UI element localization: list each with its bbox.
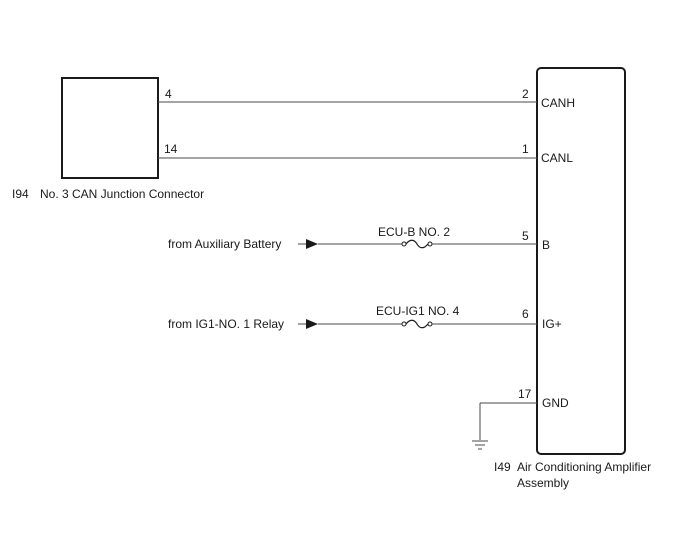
pin-1-label: 1 [522,142,529,156]
terminal-canh-label: CANH [541,96,575,110]
connector-i94-name: No. 3 CAN Junction Connector [40,187,204,201]
pin-14-label: 14 [164,142,178,156]
pin-17-label: 17 [518,387,532,401]
source-ig1-relay-label: from IG1-NO. 1 Relay [168,317,284,331]
source-auxiliary-battery-label: from Auxiliary Battery [168,237,281,251]
fuse-ecu-b-no2-label: ECU-B NO. 2 [378,225,450,239]
pin-6-label: 6 [522,307,529,321]
connector-i94-code: I94 [12,187,29,201]
terminal-gnd-label: GND [542,396,569,410]
terminal-b-label: B [542,238,550,252]
wire-canh: 4 2 CANH [158,87,575,110]
pin-4-label: 4 [165,87,172,101]
component-i49-name-line2: Assembly [517,476,569,490]
wire-canl: 14 1 CANL [158,142,573,165]
wire-gnd: 17 GND [472,387,569,450]
fuse-terminal-right [427,321,433,327]
component-i49-name-line1: Air Conditioning Amplifier [517,460,651,474]
can-junction-connector-box [61,77,159,179]
fuse-terminal-left [401,241,407,247]
fuse-ecu-ig1-no4-label: ECU-IG1 NO. 4 [376,304,460,318]
pin-2-label: 2 [522,87,529,101]
arrow-right-icon [306,319,318,329]
terminal-canl-label: CANL [541,151,573,165]
ground-icon [472,440,488,450]
pin-5-label: 5 [522,229,529,243]
terminal-ig-label: IG+ [542,317,562,331]
wire-ig: from IG1-NO. 1 Relay ECU-IG1 NO. 4 6 IG+ [168,304,562,331]
fuse-terminal-right [427,241,433,247]
fuse-icon [405,319,429,329]
air-conditioning-amplifier-box [536,67,626,455]
arrow-right-icon [306,239,318,249]
fuse-terminal-left [401,321,407,327]
wire-b: from Auxiliary Battery ECU-B NO. 2 5 B [168,225,550,252]
fuse-icon [405,239,429,249]
component-i49-code: I49 [494,460,511,474]
